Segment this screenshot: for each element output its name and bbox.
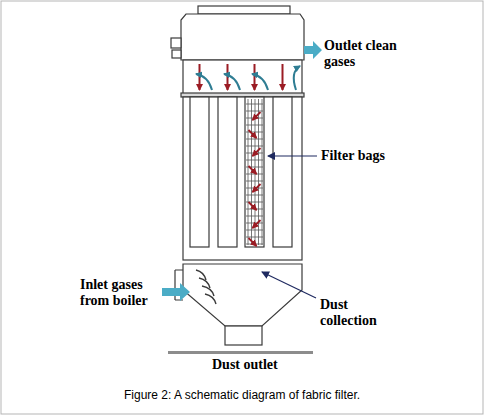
flow-arrow: [252, 74, 268, 90]
cage-ring: [246, 174, 263, 175]
cage-ring: [246, 160, 263, 161]
bag-cage: [246, 99, 263, 245]
pulse-arrow: [227, 64, 229, 90]
filter-bags-label: Filter bags: [321, 148, 431, 164]
figure-caption: Figure 2: A schematic diagram of fabric …: [124, 388, 360, 402]
top-cap: [198, 6, 290, 14]
filter-bags: [190, 97, 292, 247]
flow-arrow: [294, 66, 300, 90]
dust-arrow: [249, 166, 257, 174]
cage-ring: [246, 195, 263, 196]
dust-hopper: [183, 264, 302, 326]
filter-housing: [171, 6, 304, 345]
pulse-arrows: [200, 64, 283, 90]
dust-outlet-label: Dust outlet: [212, 357, 278, 373]
dust-arrow: [253, 112, 261, 120]
dust-arrow: [253, 220, 261, 228]
outlet-label: Outlet clean gases: [324, 38, 422, 70]
dust-cake-arrows: [249, 112, 261, 246]
inlet-baffles: [196, 270, 216, 304]
cage-ring: [246, 181, 263, 182]
dust-arrow: [249, 130, 257, 138]
cage-ring: [246, 104, 263, 105]
leader-line: [268, 155, 317, 156]
dust-arrow: [249, 238, 257, 246]
clean-air-plenum: [183, 60, 302, 95]
cage-ring: [246, 146, 263, 147]
filter-bag: [218, 97, 237, 247]
pulse-arrow: [199, 64, 201, 90]
cage-ring: [246, 230, 263, 231]
pulse-arrow: [282, 64, 284, 90]
inlet-label: Inlet gases from boiler: [80, 277, 166, 309]
outlet-arrow: [304, 41, 322, 59]
dust-collection-label: Dust collection: [320, 297, 400, 329]
fitting: [172, 50, 181, 58]
cage-ring: [246, 125, 263, 126]
cage-ring: [246, 139, 263, 140]
filter-bag: [273, 97, 292, 247]
dust-arrow: [253, 184, 261, 192]
clean-gas-arrows: [196, 66, 300, 90]
fitting: [171, 38, 181, 48]
baffle: [205, 294, 216, 304]
cage-ring: [246, 223, 263, 224]
hopper-outlet: [225, 326, 262, 345]
pulse-arrow: [254, 64, 256, 90]
dust-arrow: [253, 148, 261, 156]
cage-ring: [246, 216, 263, 217]
flow-arrow: [224, 74, 240, 90]
cage-ring: [246, 111, 263, 112]
dust-arrow: [249, 202, 257, 210]
filter-bag: [190, 97, 209, 247]
cage-ring: [246, 188, 263, 189]
cage-ring: [246, 132, 263, 133]
leader-line: [262, 272, 316, 298]
cage-ring: [246, 237, 263, 238]
filter-body: [183, 97, 302, 260]
ground-line: [168, 351, 313, 354]
outlet-hood: [181, 14, 304, 60]
inlet-arrow: [162, 283, 190, 301]
filter-bag: [245, 97, 264, 247]
flow-arrow: [196, 74, 212, 90]
